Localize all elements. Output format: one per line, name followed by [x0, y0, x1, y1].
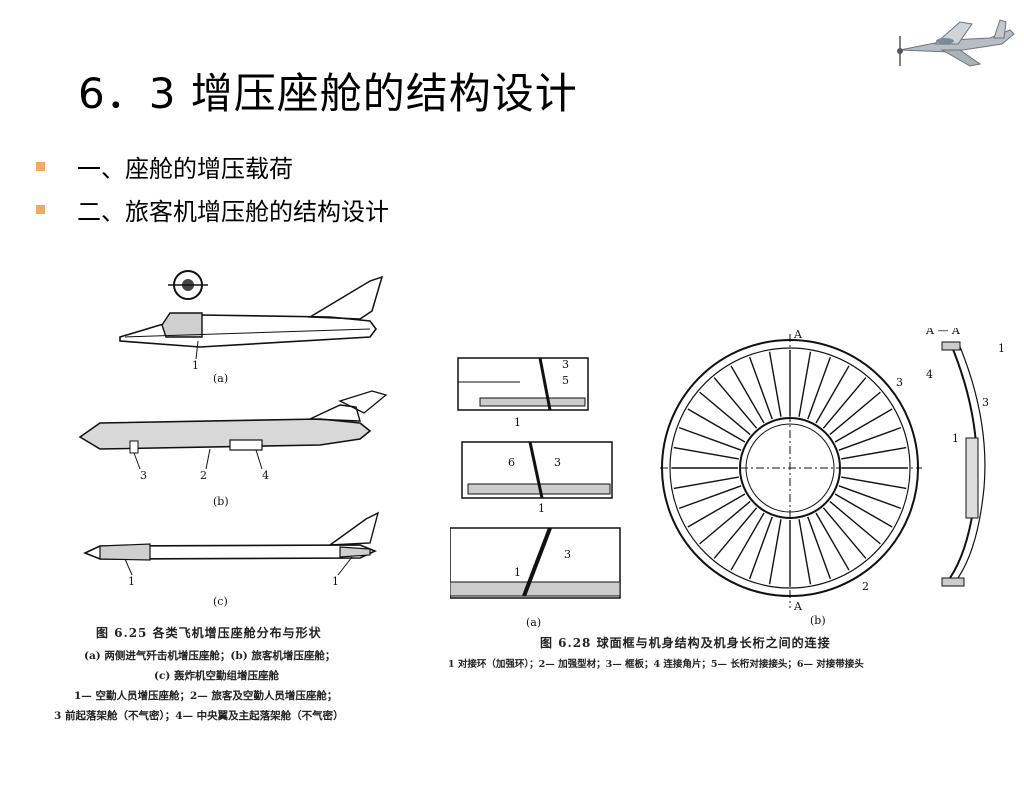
bulkhead-stiffener	[678, 485, 742, 510]
bulkhead-stiffener	[838, 485, 902, 510]
bulkhead-stiffener	[748, 356, 773, 420]
section-label: A — A	[925, 328, 961, 337]
bulkhead-stiffener	[834, 408, 893, 443]
bulkhead-stiffener	[807, 516, 832, 580]
figure-right-legend: 1 对接环（加强环）；2— 加强型材；3— 框板；4 连接角片；5— 长桁对接接…	[448, 656, 864, 670]
callout-label: 3	[140, 469, 147, 482]
bulkhead-front-view: A 3 2 A (b)	[660, 328, 922, 627]
callout-label: 1	[332, 575, 339, 588]
figure-left-caption: 图 6.25 各类飞机增压座舱分布与形状	[96, 624, 322, 641]
aircraft-diagram-b: 3 2 4 (b)	[78, 390, 388, 508]
square-bullet-icon	[36, 205, 45, 214]
bulkhead-stiffener	[822, 377, 867, 429]
bulkhead-stiffener	[798, 519, 812, 585]
bulkhead-stiffener	[699, 500, 751, 545]
caption-line: 3 前起落架舱（不气密）；4— 中央翼及主起落架舱（不气密）	[54, 710, 344, 722]
bulkhead-stiffener	[841, 476, 907, 490]
bulkhead-stiffener	[748, 516, 773, 580]
callout-label: 3	[554, 456, 561, 469]
callout-label: 1	[952, 432, 959, 445]
callout-label: 1	[514, 416, 521, 429]
callout-label: 4	[926, 368, 933, 381]
bulkhead-stiffener	[730, 512, 765, 571]
bulkhead-stiffener	[829, 500, 881, 545]
aircraft-diagram-c: 1 1 (c)	[82, 511, 380, 608]
callout-label: 3	[982, 396, 989, 409]
bulkhead-stiffener	[829, 391, 881, 436]
figure-joint-details: 3 5 1 6 3 1 3 1 (a)	[450, 350, 630, 630]
callout-label: 1	[998, 342, 1005, 355]
airplane-logo	[890, 10, 1018, 78]
bulkhead-stiffener	[730, 365, 765, 424]
subfigure-label: (a)	[526, 616, 541, 629]
bulkhead-stiffener	[807, 356, 832, 420]
bulkhead-stiffener	[822, 507, 867, 559]
bullet-list: 一、座舱的增压载荷 二、旅客机增压舱的结构设计	[36, 145, 389, 231]
bulkhead-stiffener	[815, 512, 850, 571]
bulkhead-stiffener	[841, 446, 907, 460]
caption-title: 图 6.28 球面框与机身结构及机身长桁之间的连接	[540, 636, 831, 650]
bulkhead-stiffener	[838, 426, 902, 451]
bullet-item: 一、座舱的增压载荷	[36, 145, 389, 188]
bulkhead-stiffener	[798, 351, 812, 417]
callout-label: 2	[200, 469, 207, 482]
section-marker: A	[793, 328, 803, 341]
bulkhead-stiffener	[834, 493, 893, 528]
joint-detail-bottom: 3 1 (a)	[450, 527, 621, 629]
bullet-item: 二、旅客机增压舱的结构设计	[36, 188, 389, 231]
callout-label: 6	[508, 456, 515, 469]
bulkhead-stiffener	[768, 351, 782, 417]
section-marker: A	[793, 600, 803, 613]
slide-title: 6．3 增压座舱的结构设计	[78, 69, 578, 118]
callout-label: 3	[896, 376, 903, 389]
bulkhead-stiffener	[768, 519, 782, 585]
bulkhead-stiffener	[713, 377, 758, 429]
caption-title: 图 6.25 各类飞机增压座舱分布与形状	[96, 626, 322, 640]
bulkhead-stiffener	[673, 446, 739, 460]
figure-right-caption: 图 6.28 球面框与机身结构及机身长桁之间的连接	[540, 634, 831, 651]
caption-line: 1 对接环（加强环）；2— 加强型材；3— 框板；4 连接角片；5— 长桁对接接…	[448, 659, 864, 670]
callout-label: 3	[564, 548, 571, 561]
bulkhead-stiffener	[699, 391, 751, 436]
callout-label: 1	[514, 566, 521, 579]
callout-label: 2	[862, 580, 869, 593]
subfigure-label: (c)	[213, 595, 228, 608]
figure-cabin-layouts: 1 (a) 3 2 4 (b) 1 1 (c)	[70, 255, 420, 610]
aircraft-diagram-a: 1 (a)	[119, 270, 384, 385]
callout-label: 1	[538, 502, 545, 515]
square-bullet-icon	[36, 162, 45, 171]
caption-line: (a) 两侧进气歼击机增压座舱；(b) 旅客机增压座舱；	[84, 650, 336, 662]
subfigure-label: (b)	[213, 495, 229, 508]
bulkhead-stiffener	[713, 507, 758, 559]
callout-label: 4	[262, 469, 269, 482]
callout-label: 5	[562, 374, 569, 387]
callout-label: 3	[562, 358, 569, 371]
bullet-text: 二、旅客机增压舱的结构设计	[77, 198, 389, 226]
bulkhead-section-view: A — A 1 4 3 1	[925, 328, 1005, 587]
joint-detail-top: 3 5 1	[457, 357, 589, 429]
bulkhead-stiffener	[673, 476, 739, 490]
callout-label: 1	[192, 359, 199, 372]
subfigure-label: (a)	[213, 372, 228, 385]
bullet-text: 一、座舱的增压载荷	[77, 155, 293, 183]
figure-left-legend: (a) 两侧进气歼击机增压座舱；(b) 旅客机增压座舱； (c) 轰炸机空勤组增…	[54, 646, 344, 726]
caption-line: 1— 空勤人员增压座舱；2— 旅客及空勤人员增压座舱；	[74, 690, 338, 702]
bulkhead-stiffener	[687, 408, 746, 443]
bulkhead-stiffener	[687, 493, 746, 528]
caption-line: (c) 轰炸机空勤组增压座舱	[154, 670, 279, 682]
joint-detail-middle: 6 3 1	[461, 441, 613, 515]
callout-label: 1	[128, 575, 135, 588]
bulkhead-stiffener	[815, 365, 850, 424]
subfigure-label: (b)	[810, 614, 826, 627]
figure-spherical-bulkhead: A 3 2 A (b) A — A 1 4 3 1	[660, 328, 1020, 628]
bulkhead-stiffener	[678, 426, 742, 451]
